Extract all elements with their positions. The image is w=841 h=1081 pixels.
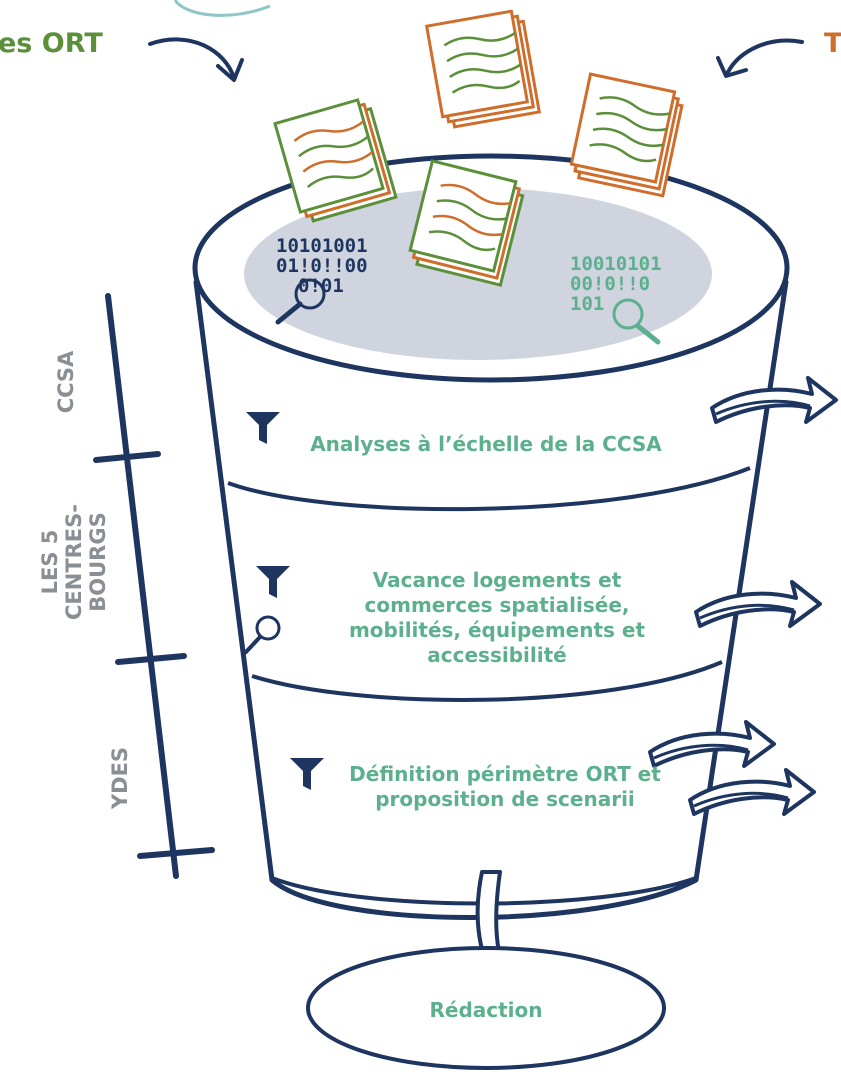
- right-header-arrow-head: [716, 56, 748, 78]
- binary-data-icon-left: 10101001 01!0!!00 0!01: [275, 235, 368, 325]
- document-stack-icon: [567, 72, 686, 198]
- scale-axis: [93, 293, 215, 879]
- band-divider-1: [227, 466, 751, 512]
- right-header-arrow: [726, 38, 804, 74]
- scale-label-ydes: YDES: [107, 746, 132, 810]
- output-ellipse: [306, 946, 666, 1070]
- left-header-label: es ORT: [0, 28, 103, 59]
- stage-label-3: Définition périmètre ORT et proposition …: [349, 762, 661, 811]
- svg-text:10101001: 10101001: [276, 235, 368, 257]
- svg-text:101: 101: [570, 293, 604, 315]
- magnifier-icon: [612, 298, 644, 330]
- right-header-label: T: [824, 28, 841, 59]
- output-label: Rédaction: [429, 998, 543, 1022]
- svg-text:00!0!!0: 00!0!!0: [570, 273, 650, 295]
- svg-text:10010101: 10010101: [570, 253, 662, 275]
- document-stack-icon: [425, 7, 541, 131]
- left-header-arrow: [148, 37, 236, 80]
- scale-label-ccsa: CCSA: [53, 350, 78, 414]
- magnifier-icon: [294, 278, 326, 310]
- search-icon: [244, 615, 281, 654]
- band-divider-2: [251, 660, 723, 702]
- svg-text:01!0!!00: 01!0!!00: [276, 255, 368, 277]
- left-header-arrow-head: [216, 58, 244, 82]
- binary-data-icon-right: 10010101 00!0!!0 101: [570, 253, 662, 345]
- scale-label-centres-bourgs: LES 5 CENTRES-BOURGS: [37, 504, 111, 621]
- decor-swirl: [173, 0, 271, 17]
- stage-label-2: Vacance logements et commerces spatialis…: [348, 568, 646, 667]
- stage-label-1: Analyses à l’échelle de la CCSA: [310, 432, 662, 456]
